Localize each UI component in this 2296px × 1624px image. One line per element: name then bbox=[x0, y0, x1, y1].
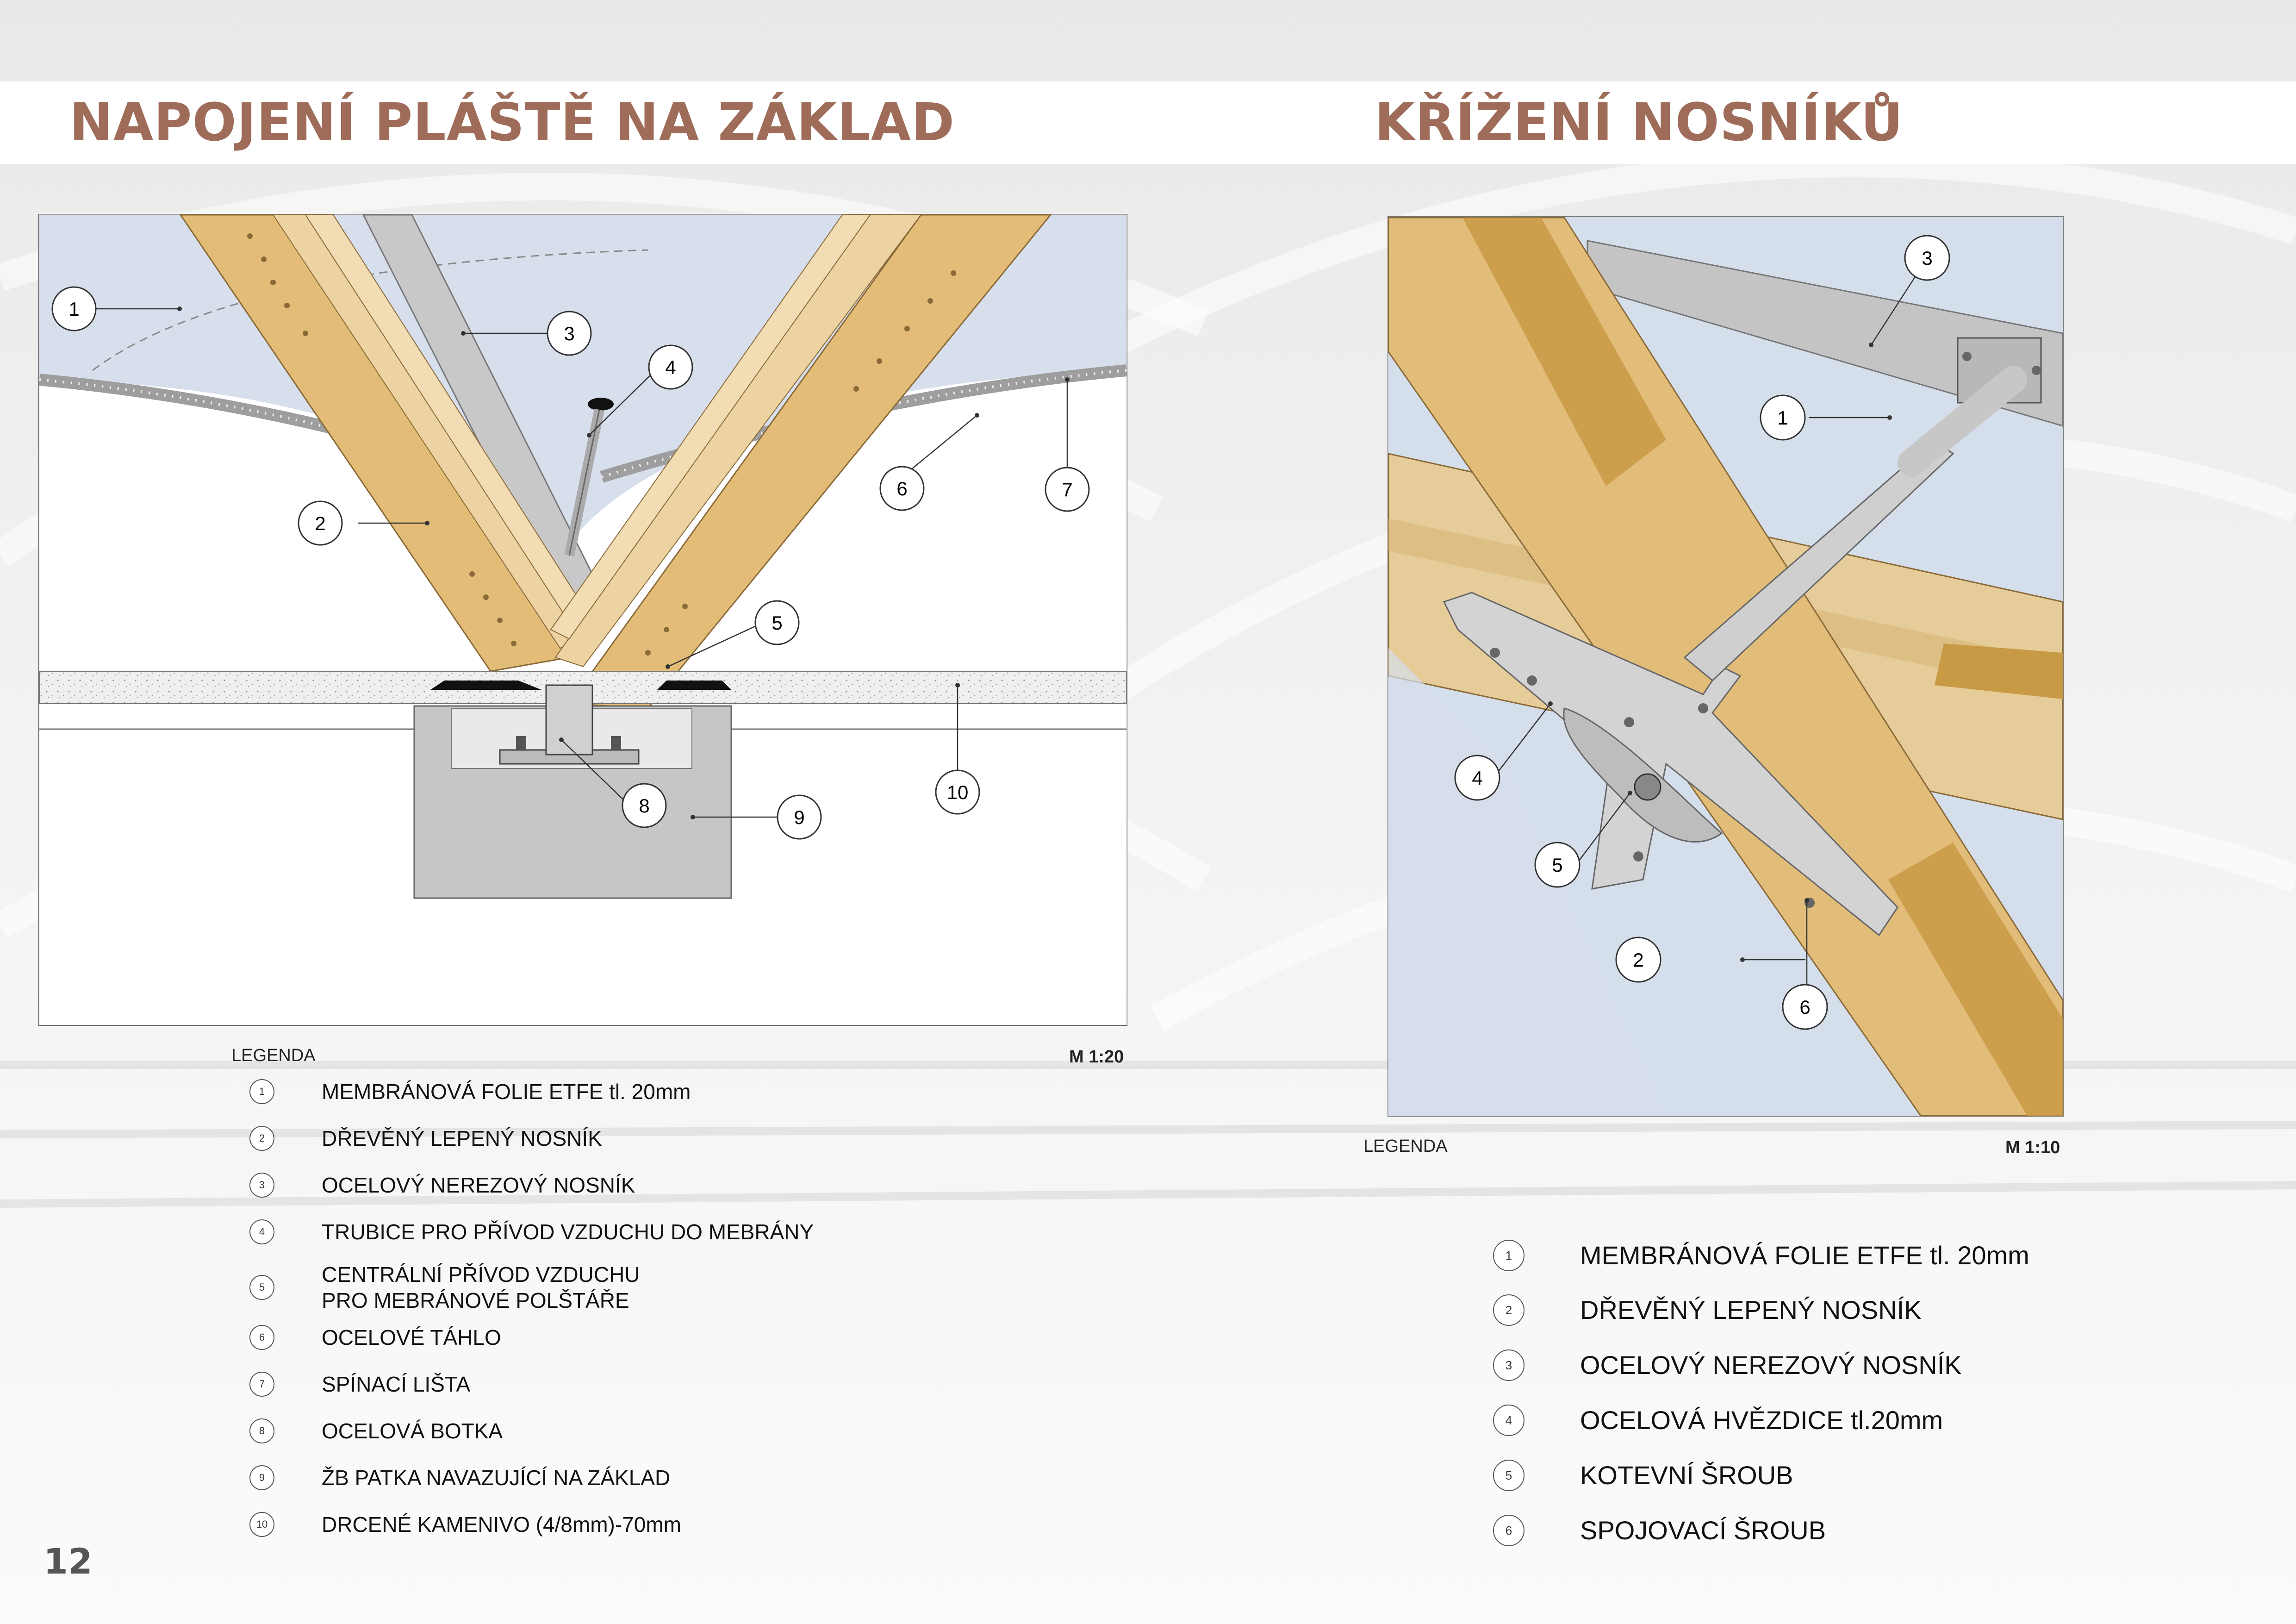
callout-4: 4 bbox=[1454, 755, 1500, 801]
svg-text:2: 2 bbox=[1633, 949, 1643, 971]
callout-2: 2 bbox=[298, 500, 343, 546]
legend-item: 1 MEMBRÁNOVÁ FOLIE ETFE tl. 20mm bbox=[249, 1079, 831, 1105]
legend-label: OCELOVÉ TÁHLO bbox=[322, 1325, 501, 1349]
svg-text:10: 10 bbox=[947, 781, 969, 803]
callout-2: 2 bbox=[1615, 937, 1661, 983]
legend-item: 5 KOTEVNÍ ŠROUB bbox=[1493, 1460, 1793, 1491]
legend-label: OCELOVÝ NEREZOVÝ NOSNÍK bbox=[322, 1173, 635, 1197]
legend-number: 2 bbox=[249, 1126, 274, 1151]
callout-7: 7 bbox=[1045, 467, 1090, 512]
legend-number: 10 bbox=[249, 1512, 274, 1537]
legend-item: 4 OCELOVÁ HVĚZDICE tl.20mm bbox=[1493, 1405, 1943, 1436]
callout-5: 5 bbox=[1534, 842, 1580, 888]
svg-text:9: 9 bbox=[794, 806, 804, 828]
callout-3: 3 bbox=[1904, 235, 1950, 281]
svg-text:6: 6 bbox=[1799, 996, 1810, 1018]
legend-item: 2 DŘEVĚNÝ LEPENÝ NOSNÍK bbox=[1493, 1294, 1922, 1326]
right-panel-title: KŘÍŽENÍ NOSNÍKŮ bbox=[1375, 93, 1904, 153]
legend-label: MEMBRÁNOVÁ FOLIE ETFE tl. 20mm bbox=[322, 1080, 691, 1104]
legend-item: 8 OCELOVÁ BOTKA bbox=[249, 1418, 831, 1444]
legend-number: 6 bbox=[1493, 1515, 1524, 1546]
left-legend-heading: LEGENDA bbox=[231, 1046, 316, 1065]
right-scale: M 1:10 bbox=[2005, 1138, 2060, 1157]
legend-label: SPÍNACÍ LIŠTA bbox=[322, 1372, 471, 1396]
legend-number: 7 bbox=[249, 1372, 274, 1397]
callout-3: 3 bbox=[547, 311, 592, 356]
legend-label: DŘEVĚNÝ LEPENÝ NOSNÍK bbox=[322, 1126, 602, 1150]
right-legend-list: 1 MEMBRÁNOVÁ FOLIE ETFE tl. 20mm 2 DŘEVĚNÝ… bbox=[1493, 1240, 2141, 1564]
legend-number: 2 bbox=[1493, 1294, 1524, 1326]
beam-crossing-drawing: 1 2 3 4 5 6 bbox=[1388, 216, 2064, 1117]
foundation-connection-drawing: 1 2 3 4 5 6 7 8 9 10 bbox=[38, 214, 1127, 1026]
legend-number: 4 bbox=[249, 1219, 274, 1244]
legend-label: SPOJOVACÍ ŠROUB bbox=[1580, 1516, 1826, 1545]
svg-text:3: 3 bbox=[1922, 247, 1932, 269]
legend-item: 4 TRUBICE PRO PŘÍVOD VZDUCHU DO MEBRÁNY bbox=[249, 1219, 831, 1245]
svg-text:2: 2 bbox=[315, 512, 325, 534]
legend-number: 9 bbox=[249, 1465, 274, 1490]
legend-item: 3 OCELOVÝ NEREZOVÝ NOSNÍK bbox=[1493, 1349, 1962, 1381]
callout-4: 4 bbox=[648, 344, 693, 390]
callout-6: 6 bbox=[879, 466, 925, 511]
legend-label: KOTEVNÍ ŠROUB bbox=[1580, 1461, 1793, 1490]
legend-number: 3 bbox=[249, 1173, 274, 1198]
legend-label: MEMBRÁNOVÁ FOLIE ETFE tl. 20mm bbox=[1580, 1241, 2029, 1270]
left-scale: M 1:20 bbox=[1069, 1047, 1124, 1067]
legend-item: 5 CENTRÁLNÍ PŘÍVOD VZDUCHU PRO MEBRÁNOVÉ … bbox=[249, 1262, 673, 1313]
legend-number: 4 bbox=[1493, 1405, 1524, 1436]
legend-label: TRUBICE PRO PŘÍVOD VZDUCHU DO MEBRÁNY bbox=[322, 1220, 814, 1244]
legend-item: 6 SPOJOVACÍ ŠROUB bbox=[1493, 1515, 1826, 1546]
callout-5: 5 bbox=[754, 600, 800, 645]
legend-label: DŘEVĚNÝ LEPENÝ NOSNÍK bbox=[1580, 1295, 1922, 1324]
callout-9: 9 bbox=[777, 794, 822, 840]
legend-number: 5 bbox=[249, 1275, 274, 1300]
callout-1: 1 bbox=[1760, 394, 1806, 441]
left-panel-title: NAPOJENÍ PLÁŠTĚ NA ZÁKLAD bbox=[69, 93, 955, 153]
callouts-left: 1 2 3 4 5 6 7 8 9 10 bbox=[51, 286, 1090, 840]
legend-item: 9 ŽB PATKA NAVAZUJÍCÍ NA ZÁKLAD bbox=[249, 1465, 831, 1491]
legend-number: 1 bbox=[249, 1079, 274, 1104]
air-inlet-cap bbox=[588, 398, 614, 411]
legend-number: 3 bbox=[1493, 1349, 1524, 1381]
legend-label: OCELOVÁ HVĚZDICE tl.20mm bbox=[1580, 1405, 1943, 1435]
svg-text:4: 4 bbox=[1472, 767, 1482, 789]
left-legend-list: 1 MEMBRÁNOVÁ FOLIE ETFE tl. 20mm 2 DŘEVĚNÝ… bbox=[249, 1079, 897, 1555]
svg-text:4: 4 bbox=[665, 356, 676, 378]
callout-6: 6 bbox=[1782, 984, 1828, 1030]
legend-item: 2 DŘEVĚNÝ LEPENÝ NOSNÍK bbox=[249, 1125, 831, 1151]
svg-text:1: 1 bbox=[1777, 407, 1788, 429]
legend-label: OCELOVÝ NEREZOVÝ NOSNÍK bbox=[1580, 1350, 1962, 1380]
legend-number: 6 bbox=[249, 1325, 274, 1350]
title-band bbox=[0, 81, 2296, 164]
svg-text:5: 5 bbox=[772, 612, 782, 634]
svg-text:3: 3 bbox=[564, 323, 574, 344]
legend-number: 8 bbox=[249, 1418, 274, 1443]
right-legend-heading: LEGENDA bbox=[1363, 1137, 1448, 1156]
steel-shoe bbox=[499, 749, 640, 765]
legend-number: 5 bbox=[1493, 1460, 1524, 1491]
legend-item: 6 OCELOVÉ TÁHLO bbox=[249, 1324, 831, 1350]
page-number: 12 bbox=[44, 1541, 93, 1582]
svg-text:5: 5 bbox=[1552, 854, 1562, 876]
callout-10: 10 bbox=[935, 769, 980, 815]
legend-label: ŽB PATKA NAVAZUJÍCÍ NA ZÁKLAD bbox=[322, 1466, 671, 1490]
callout-1: 1 bbox=[51, 286, 97, 331]
legend-item: 10 DRCENÉ KAMENIVO (4/8mm)-70mm bbox=[249, 1512, 831, 1537]
callout-8: 8 bbox=[622, 783, 667, 828]
callouts-right: 1 2 3 4 5 6 bbox=[1454, 235, 1950, 1030]
legend-number: 1 bbox=[1493, 1240, 1524, 1271]
legend-item: 7 SPÍNACÍ LIŠTA bbox=[249, 1371, 831, 1397]
svg-text:1: 1 bbox=[68, 298, 79, 320]
svg-text:8: 8 bbox=[639, 795, 649, 817]
legend-label: CENTRÁLNÍ PŘÍVOD VZDUCHU PRO MEBRÁNOVÉ P… bbox=[322, 1262, 640, 1312]
legend-item: 1 MEMBRÁNOVÁ FOLIE ETFE tl. 20mm bbox=[1493, 1240, 2029, 1271]
legend-label: OCELOVÁ BOTKA bbox=[322, 1419, 503, 1443]
anchor-bolt bbox=[1634, 773, 1661, 801]
svg-text:6: 6 bbox=[896, 478, 907, 500]
svg-text:7: 7 bbox=[1062, 479, 1072, 500]
legend-item: 3 OCELOVÝ NEREZOVÝ NOSNÍK bbox=[249, 1172, 831, 1198]
legend-label: DRCENÉ KAMENIVO (4/8mm)-70mm bbox=[322, 1512, 681, 1537]
